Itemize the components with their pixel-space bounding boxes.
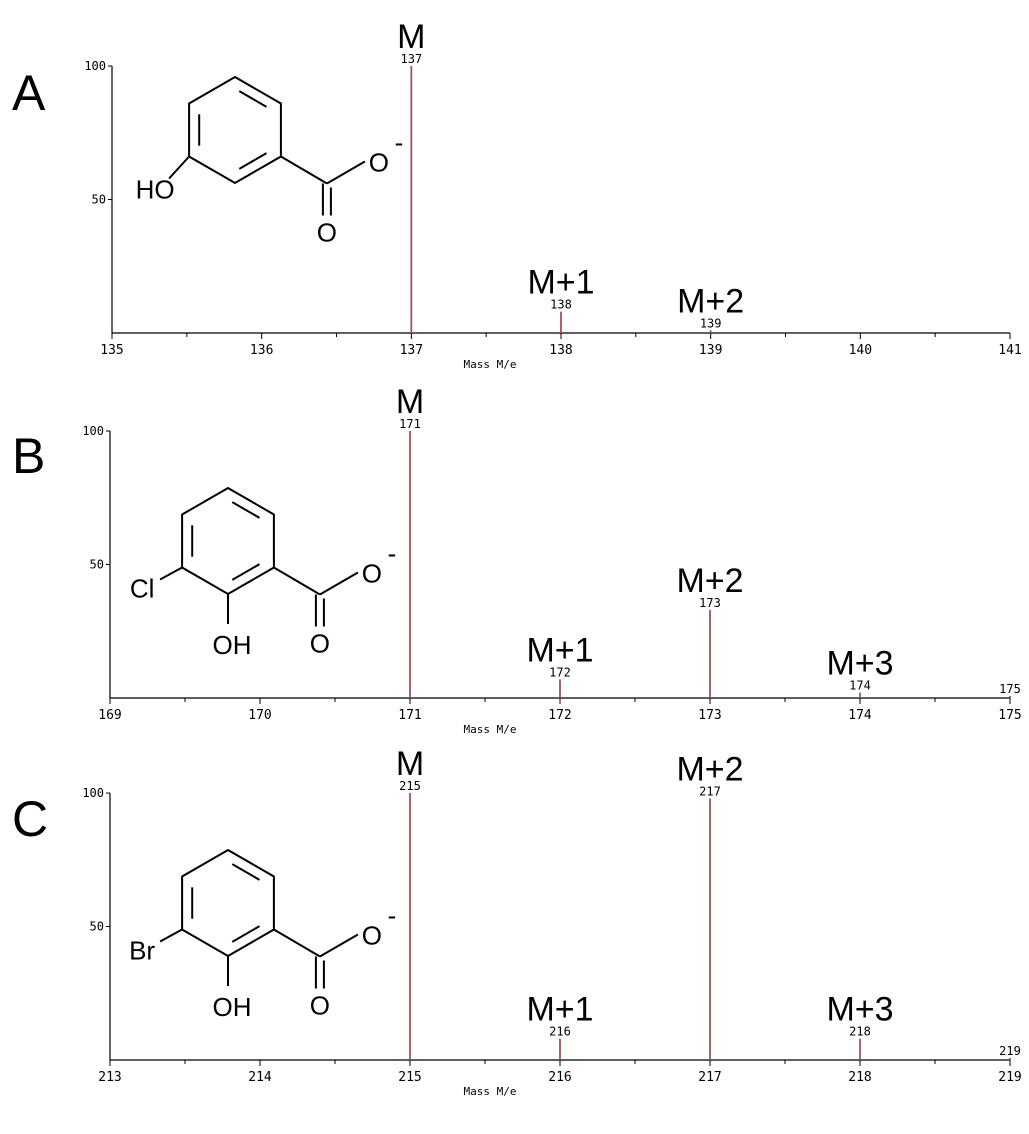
peak-mz-label: 219	[999, 1044, 1021, 1058]
anion-bond	[326, 160, 366, 185]
peak-annotation: M+1	[527, 264, 594, 302]
peak-annotation: M+2	[676, 562, 743, 600]
x-tick-label: 141	[998, 343, 1021, 358]
peak-mz-label: 218	[849, 1025, 871, 1039]
peak-mz-label: 172	[549, 665, 571, 679]
x-tick-label: 171	[398, 708, 421, 723]
carboxyl-bond	[273, 928, 321, 958]
peak-mz-label: 171	[399, 417, 421, 431]
panel-label: B	[12, 428, 45, 484]
x-tick-label: 139	[699, 343, 722, 358]
x-tick-label: 175	[998, 708, 1021, 723]
x-tick-label: 169	[98, 708, 121, 723]
peak-annotation: M+1	[526, 631, 593, 669]
y-tick-label: 100	[82, 424, 104, 438]
peak-mz-label: 138	[550, 298, 572, 312]
anion-charge: -	[395, 128, 404, 158]
hydroxyl-group: OH	[213, 630, 252, 660]
peak-annotation: M+3	[826, 645, 893, 683]
x-tick-label: 137	[400, 343, 423, 358]
ring-double-bond	[231, 563, 261, 581]
peak-mz-label: 215	[399, 779, 421, 793]
x-tick-label: 172	[548, 708, 571, 723]
carbonyl-oxygen: O	[310, 991, 330, 1021]
x-tick-label: 219	[998, 1070, 1021, 1085]
x-axis-label: Mass M/e	[464, 358, 517, 371]
carboxyl-bond	[280, 155, 328, 185]
ring-double-bond	[238, 152, 268, 170]
x-tick-label: 215	[398, 1070, 421, 1085]
anion-bond	[319, 933, 359, 958]
x-tick-label: 213	[98, 1070, 121, 1085]
peak-annotation: M	[396, 745, 424, 783]
carbonyl-oxygen: O	[317, 218, 337, 248]
peak-annotation: M+1	[526, 991, 593, 1029]
halogen-substituent: Br	[129, 936, 155, 966]
x-axis-label: Mass M/e	[464, 1085, 517, 1098]
anion-charge: -	[388, 901, 397, 931]
peak-mz-label: 139	[700, 316, 722, 330]
ring-double-bond	[231, 925, 261, 943]
peak-annotation: M	[397, 18, 425, 56]
molecule-structure: OO-HO	[136, 75, 404, 248]
benzene-ring	[181, 848, 275, 958]
peak-annotation: M+2	[677, 282, 744, 320]
peak-mz-label: 175	[999, 682, 1021, 696]
peak-mz-label: 217	[699, 784, 721, 798]
ring-double-bond	[231, 501, 261, 519]
x-axis-label: Mass M/e	[464, 723, 517, 736]
y-tick-label: 50	[92, 193, 106, 207]
ring-double-bond	[238, 90, 268, 108]
peak-mz-label: 216	[549, 1025, 571, 1039]
carboxyl-bond	[273, 566, 321, 596]
peak-annotation: M	[396, 383, 424, 421]
peak-annotation: M+3	[826, 991, 893, 1029]
y-tick-label: 100	[82, 786, 104, 800]
hydroxyl-bond	[168, 155, 190, 180]
x-tick-label: 170	[248, 708, 271, 723]
y-tick-label: 50	[90, 920, 104, 934]
peak-mz-label: 173	[699, 596, 721, 610]
anion-oxygen: O	[369, 148, 389, 178]
peak-annotation: M+2	[676, 750, 743, 788]
y-tick-label: 50	[90, 558, 104, 572]
anion-charge: -	[388, 539, 397, 569]
x-tick-label: 140	[849, 343, 872, 358]
benzene-ring	[181, 486, 275, 596]
halogen-substituent: Cl	[130, 574, 155, 604]
anion-oxygen: O	[362, 921, 382, 951]
panel-label: C	[12, 791, 48, 847]
x-tick-label: 173	[698, 708, 721, 723]
substituent-bond	[159, 928, 183, 943]
x-tick-label: 216	[548, 1070, 571, 1085]
anion-oxygen: O	[362, 559, 382, 589]
x-tick-label: 136	[250, 343, 273, 358]
substituent-bond	[159, 566, 183, 581]
peak-mz-label: 174	[849, 679, 871, 693]
x-tick-label: 174	[848, 708, 872, 723]
benzene-ring	[188, 75, 282, 185]
hydroxyl-group: HO	[136, 175, 175, 205]
x-tick-label: 218	[848, 1070, 871, 1085]
panel-label: A	[12, 65, 46, 121]
anion-bond	[319, 571, 359, 596]
x-tick-label: 135	[100, 343, 123, 358]
x-tick-label: 217	[698, 1070, 721, 1085]
x-tick-label: 214	[248, 1070, 272, 1085]
carbonyl-oxygen: O	[310, 629, 330, 659]
y-tick-label: 100	[84, 59, 106, 73]
peak-mz-label: 137	[400, 52, 422, 66]
hydroxyl-group: OH	[213, 992, 252, 1022]
ring-double-bond	[231, 863, 261, 881]
x-tick-label: 138	[549, 343, 572, 358]
